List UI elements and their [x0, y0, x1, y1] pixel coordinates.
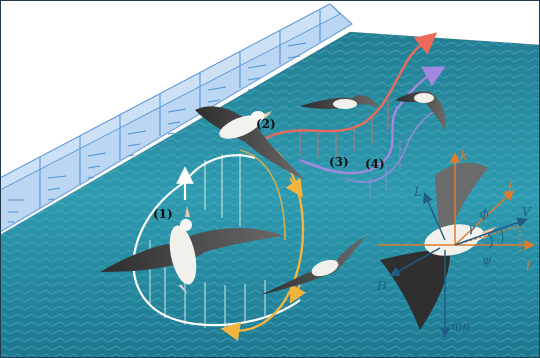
velocity-label: V	[522, 205, 532, 219]
force-label-weight: mg	[451, 319, 470, 333]
force-label-drag: D	[376, 279, 387, 293]
axis-label-i: i	[526, 259, 530, 274]
path-label-2: (2)	[256, 117, 276, 131]
angle-label-gamma: γ	[468, 221, 476, 235]
axis-label-k: k	[460, 149, 468, 164]
force-label-lift: L	[413, 185, 422, 199]
path-label-4: (4)	[365, 157, 385, 171]
angle-label-psi: ψ	[482, 253, 492, 267]
path-label-1: (1)	[153, 207, 173, 221]
path-label-3: (3)	[329, 155, 349, 169]
angle-label-phi: ϕ	[480, 207, 489, 222]
